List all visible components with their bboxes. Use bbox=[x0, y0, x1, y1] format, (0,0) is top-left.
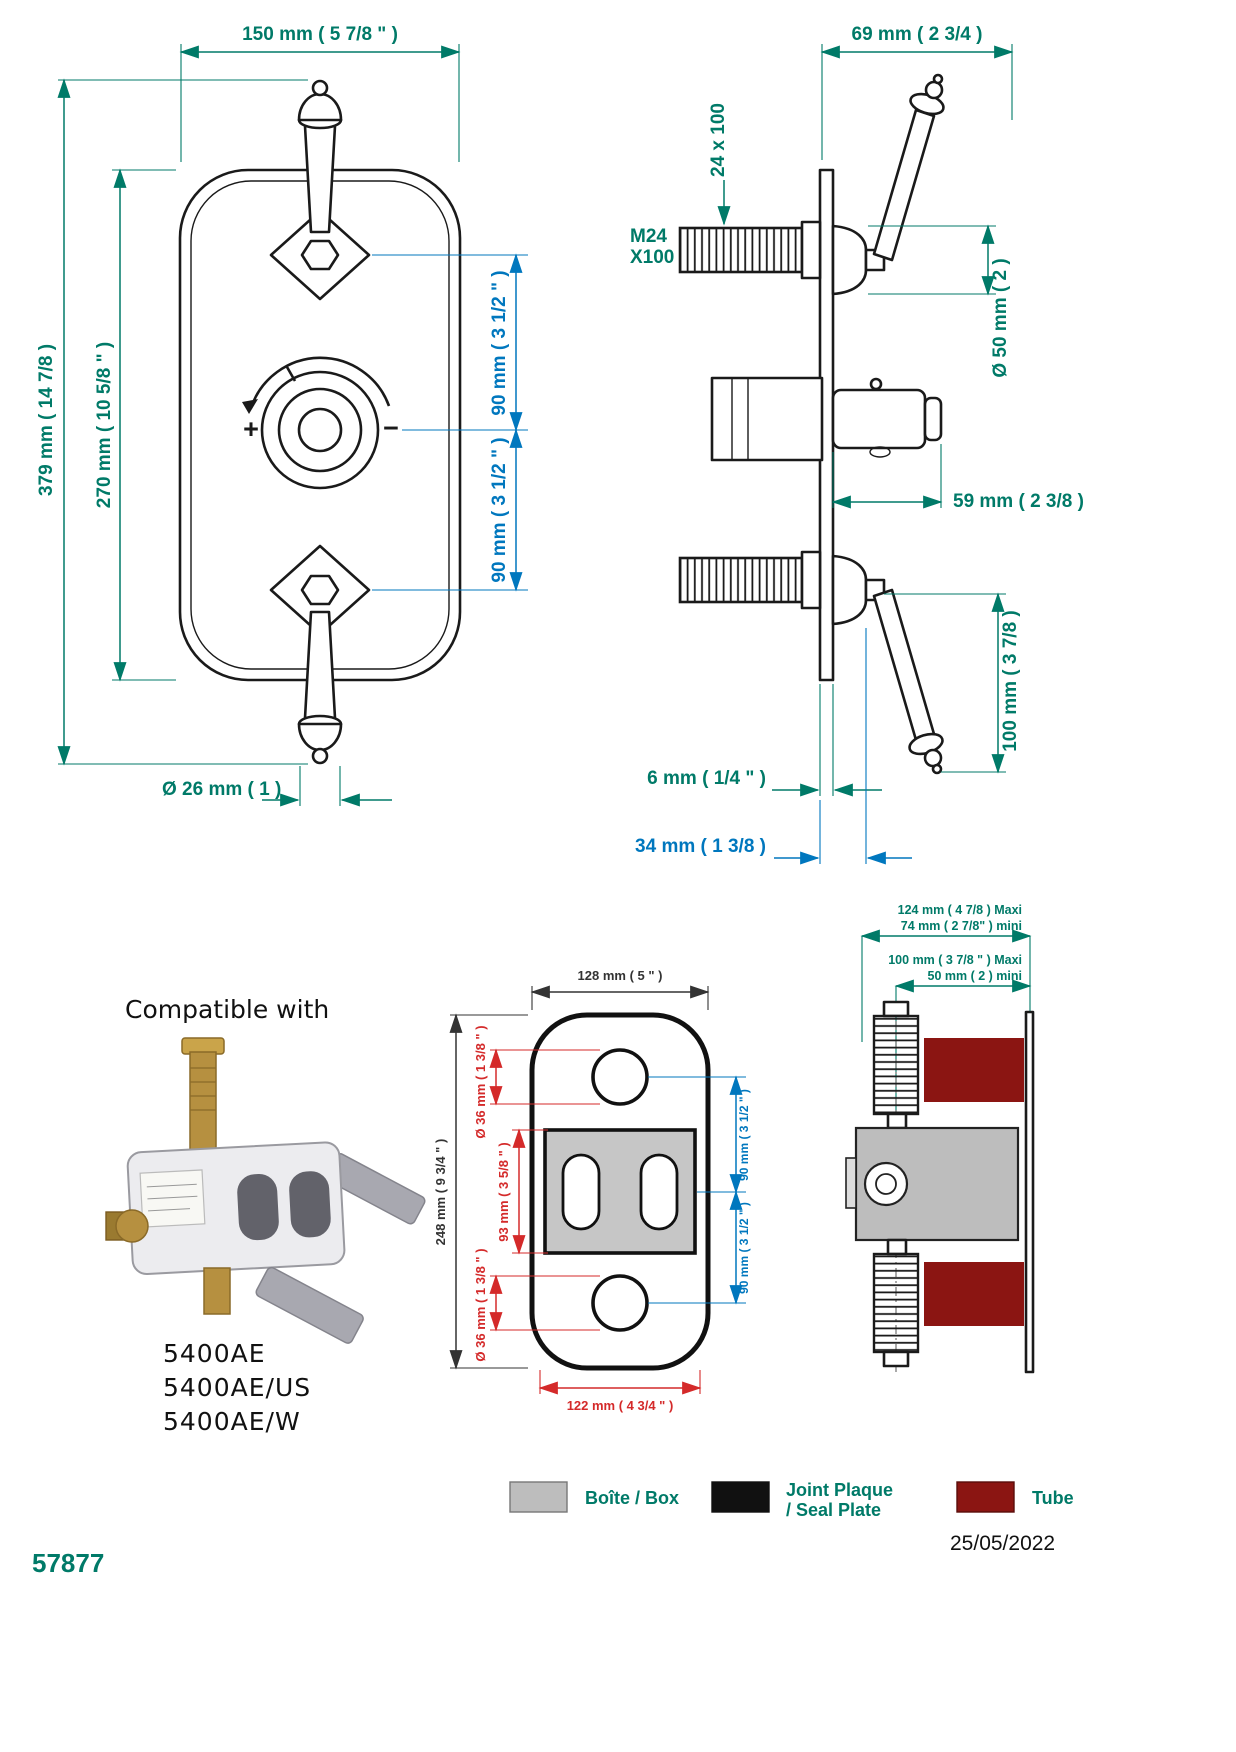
callout-thread: 24 x 100 M24 X100 bbox=[630, 103, 731, 268]
dim-label: 100 mm ( 3 7/8 " ) Maxi bbox=[888, 953, 1022, 967]
front-bottom-handle bbox=[269, 544, 371, 765]
model-number: 5400AE/US bbox=[163, 1373, 311, 1402]
dim-seal-height: 248 mm ( 9 3/4 " ) bbox=[433, 1013, 528, 1370]
dim-side-cartridge: 59 mm ( 2 3/8 ) bbox=[831, 444, 1084, 512]
dim-label: 124 mm ( 4 7/8 ) Maxi bbox=[898, 903, 1022, 917]
dim-seal-bottom-width: 122 mm ( 4 3/4 " ) bbox=[538, 1370, 702, 1413]
dim-seal-spacing: 90 mm ( 3 1/2 " ) 90 mm ( 3 1/2 " ) bbox=[648, 1075, 751, 1305]
compatible-title: Compatible with bbox=[125, 995, 329, 1024]
dim-front-plate-height: 270 mm ( 10 5/8 " ) bbox=[94, 168, 176, 682]
legend-tube-label: Tube bbox=[1032, 1488, 1074, 1508]
install-plate bbox=[1024, 1010, 1035, 1374]
dim-label: 90 mm ( 3 1/2 " ) bbox=[737, 1089, 751, 1181]
install-bottom-tube bbox=[924, 1262, 1024, 1326]
dim-label: 74 mm ( 2 7/8" ) mini bbox=[901, 919, 1022, 933]
dim-label: 379 mm ( 14 7/8 ) bbox=[36, 344, 57, 496]
dim-label: Ø 36 mm ( 1 3/8 " ) bbox=[473, 1025, 488, 1138]
seal-plate-bottom-hole bbox=[591, 1274, 649, 1332]
install-top-valve bbox=[872, 1000, 920, 1130]
dim-front-handle-dia: Ø 26 mm ( 1 ) bbox=[162, 766, 392, 807]
side-top-valve-body bbox=[678, 220, 822, 280]
model-number: 5400AE bbox=[163, 1339, 266, 1368]
front-top-handle bbox=[269, 79, 371, 301]
dim-front-width: 150 mm ( 5 7/8 " ) bbox=[179, 24, 461, 162]
dim-label: 90 mm ( 3 1/2 " ) bbox=[489, 437, 510, 582]
side-bottom-valve-body bbox=[678, 550, 822, 610]
dial-arc bbox=[249, 356, 391, 409]
dim-seal-hole-bottom: Ø 36 mm ( 1 3/8 " ) bbox=[473, 1248, 600, 1362]
side-top-handle bbox=[831, 73, 945, 296]
side-bottom-handle bbox=[831, 554, 944, 775]
install-side-view: 124 mm ( 4 7/8 ) Maxi 74 mm ( 2 7/8" ) m… bbox=[845, 903, 1035, 1374]
dim-seal-width: 128 mm ( 5 " ) bbox=[530, 968, 710, 1010]
dim-label: 90 mm ( 3 1/2 " ) bbox=[489, 270, 510, 415]
legend-tube-swatch bbox=[956, 1481, 1015, 1513]
dial-plus-label: + bbox=[243, 414, 259, 444]
dim-side-rosette-dia: Ø 50 mm ( 2 ) bbox=[868, 224, 1011, 378]
legend-seal-swatch bbox=[711, 1481, 770, 1513]
side-cartridge bbox=[710, 376, 943, 462]
dim-label: 69 mm ( 2 3/4 ) bbox=[852, 24, 983, 45]
install-box bbox=[845, 1126, 1020, 1242]
dim-label: Ø 36 mm ( 1 3/8 " ) bbox=[473, 1248, 488, 1361]
install-top-tube bbox=[924, 1038, 1024, 1102]
dim-front-spacing: 90 mm ( 3 1/2 " ) 90 mm ( 3 1/2 " ) bbox=[372, 253, 528, 592]
legend-box-swatch bbox=[509, 1481, 568, 1513]
hex-nut bbox=[300, 239, 340, 271]
front-view: + − 150 mm ( 5 7/8 " ) 379 mm ( 14 7/8 ) bbox=[36, 24, 528, 807]
compatible-section: Compatible with bbox=[105, 995, 426, 1436]
dim-label: 122 mm ( 4 3/4 " ) bbox=[567, 1398, 674, 1413]
dim-label: 93 mm ( 3 5/8 " ) bbox=[496, 1142, 511, 1241]
dial-arc-arrow bbox=[242, 399, 258, 414]
dim-label: 150 mm ( 5 7/8 " ) bbox=[242, 24, 398, 45]
dim-label: 128 mm ( 5 " ) bbox=[578, 968, 663, 983]
dim-seal-box-height: 93 mm ( 3 5/8 " ) bbox=[496, 1128, 548, 1255]
dim-front-total-height: 379 mm ( 14 7/8 ) bbox=[36, 78, 308, 766]
dim-label: Ø 26 mm ( 1 ) bbox=[162, 779, 281, 800]
legend: Boîte / Box Joint Plaque / Seal Plate Tu… bbox=[509, 1480, 1074, 1520]
legend-seal-label-line2: / Seal Plate bbox=[786, 1500, 881, 1520]
dim-label: 59 mm ( 2 3/8 ) bbox=[953, 491, 1084, 512]
dim-label: 50 mm ( 2 ) mini bbox=[928, 969, 1022, 983]
dim-label: 34 mm ( 1 3/8 ) bbox=[635, 836, 766, 857]
hex-nut bbox=[300, 574, 340, 606]
part-number: 57877 bbox=[32, 1548, 104, 1578]
seal-plate-center-box bbox=[543, 1128, 697, 1255]
legend-box-label: Boîte / Box bbox=[585, 1488, 679, 1508]
side-view: 69 mm ( 2 3/4 ) 24 x 100 M24 X100 Ø 50 m… bbox=[630, 24, 1084, 865]
dim-side-plate-thickness: 6 mm ( 1/4 " ) bbox=[647, 684, 882, 797]
dim-label: 248 mm ( 9 3/4 " ) bbox=[433, 1139, 448, 1246]
legend-seal-label-line1: Joint Plaque bbox=[786, 1480, 893, 1500]
dim-side-handle-length: 100 mm ( 3 7/8 ) bbox=[884, 592, 1021, 774]
dim-label: 90 mm ( 3 1/2 " ) bbox=[737, 1202, 751, 1294]
seal-plate-view: 128 mm ( 5 " ) 248 mm ( 9 3/4 " ) Ø 36 m… bbox=[433, 968, 751, 1413]
seal-plate-top-hole bbox=[591, 1048, 649, 1106]
thread-label-line2: X100 bbox=[630, 247, 674, 268]
compatible-models: 5400AE 5400AE/US 5400AE/W bbox=[163, 1339, 311, 1436]
dim-label: 270 mm ( 10 5/8 " ) bbox=[94, 342, 115, 508]
dim-seal-hole-top: Ø 36 mm ( 1 3/8 " ) bbox=[473, 1025, 600, 1139]
dim-side-depth: 69 mm ( 2 3/4 ) bbox=[820, 24, 1014, 160]
thread-rotated-label: 24 x 100 bbox=[708, 103, 729, 177]
dim-side-projection: 34 mm ( 1 3/8 ) bbox=[635, 628, 912, 865]
front-thermostat-dial: + − bbox=[242, 356, 399, 490]
model-number: 5400AE/W bbox=[163, 1407, 301, 1436]
thread-label-line1: M24 bbox=[630, 226, 667, 247]
dim-label: 100 mm ( 3 7/8 ) bbox=[1000, 610, 1021, 752]
dial-tick bbox=[285, 366, 297, 382]
install-bottom-valve bbox=[872, 1238, 920, 1368]
dim-install-total-depth: 124 mm ( 4 7/8 ) Maxi 74 mm ( 2 7/8" ) m… bbox=[860, 903, 1032, 1042]
revision-date: 25/05/2022 bbox=[950, 1532, 1055, 1555]
dim-label: Ø 50 mm ( 2 ) bbox=[990, 258, 1011, 377]
dial-minus-label: − bbox=[383, 413, 399, 443]
rough-in-valve-image bbox=[105, 1037, 426, 1344]
dim-label: 6 mm ( 1/4 " ) bbox=[647, 768, 766, 789]
